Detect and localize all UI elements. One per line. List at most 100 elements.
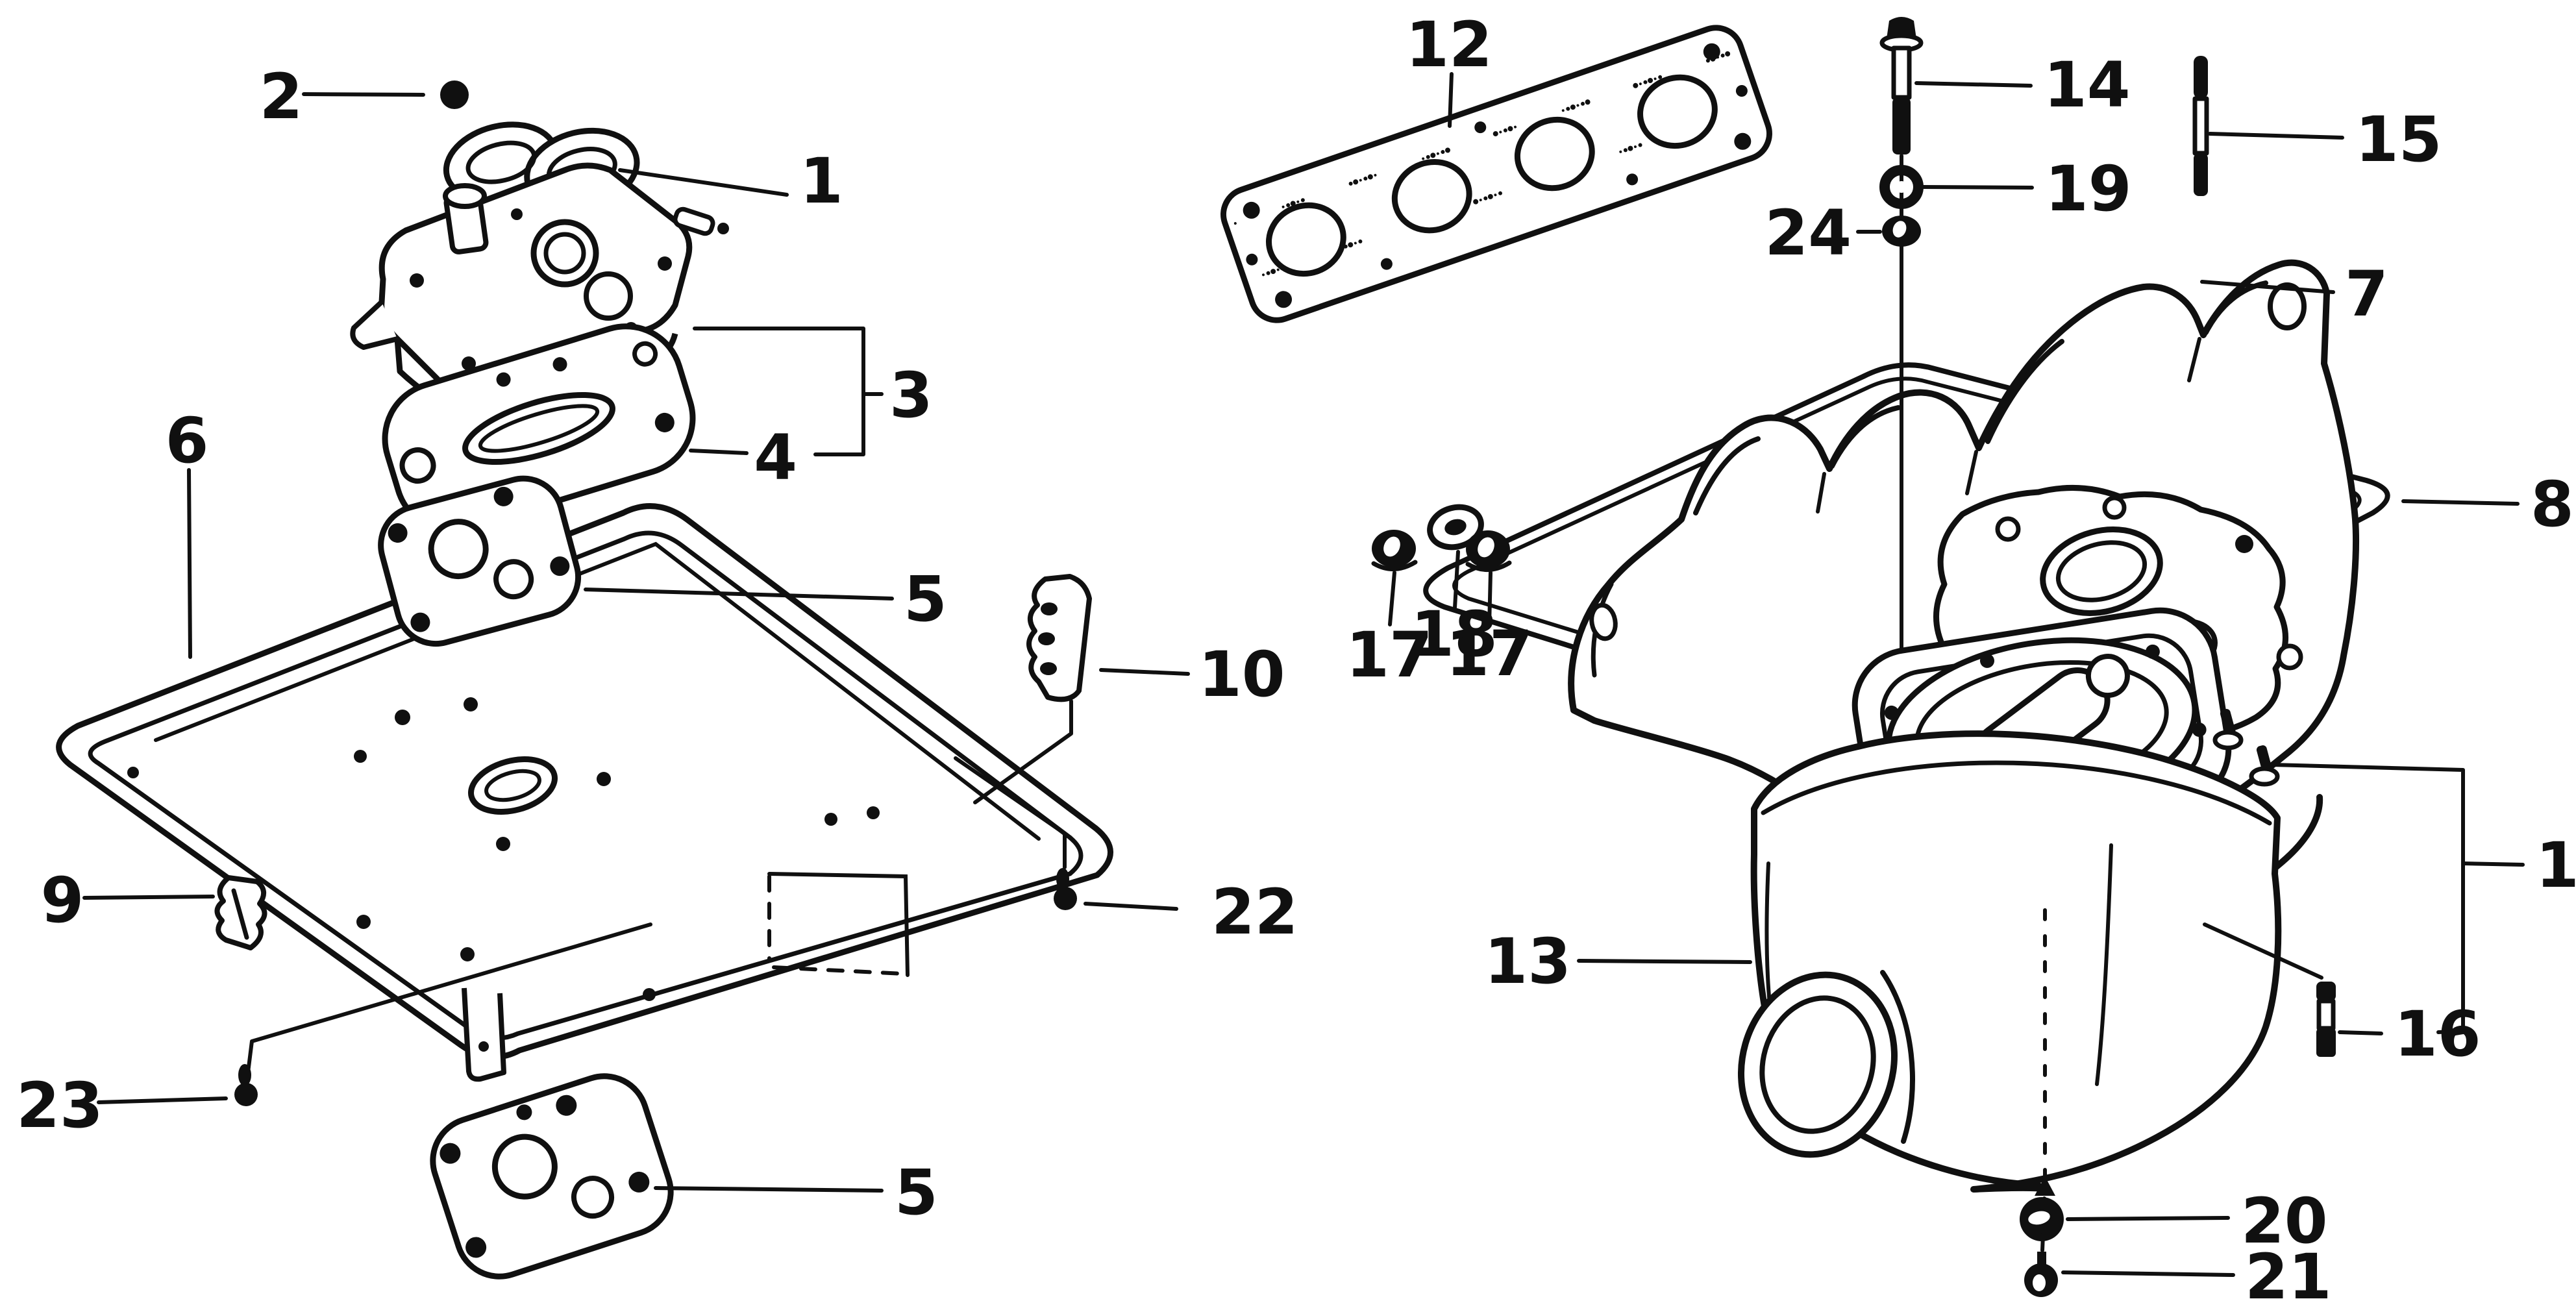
callout-1: 1	[618, 145, 843, 217]
gasket-speckle	[1441, 150, 1445, 155]
gasket-speckle	[1633, 82, 1639, 88]
gasket-speckle	[1353, 179, 1359, 185]
callout-17: 17	[1446, 571, 1533, 690]
callout-23: 23	[16, 922, 652, 1142]
leader-line-12	[1448, 72, 1454, 128]
callout-3: 3	[693, 327, 933, 456]
callout-label-1: 1	[800, 145, 843, 217]
callout-label-16: 16	[2394, 998, 2481, 1071]
leader-line-21	[2061, 1270, 2235, 1277]
leader-line-20	[2066, 1216, 2230, 1221]
callout-13: 13	[1484, 925, 1752, 998]
leader-line-8	[2401, 499, 2520, 506]
gasket-speckle	[1348, 181, 1353, 186]
gasket-speckle	[1494, 193, 1497, 197]
gasket-speckle	[1725, 51, 1731, 56]
gasket-speckle	[1282, 205, 1285, 208]
gasket-speckle	[1492, 131, 1498, 137]
callout-label-9: 9	[41, 864, 84, 937]
gasket-speckle	[1503, 128, 1507, 132]
callout-label-4: 4	[754, 421, 797, 494]
flange-bolt-part	[1879, 17, 1924, 155]
gasket-speckle	[1619, 150, 1622, 153]
callout-20: 20	[2066, 1185, 2328, 1257]
washer-19-part	[1879, 165, 1924, 209]
gasket-speckle	[1262, 273, 1265, 277]
leader-line-10	[973, 699, 1073, 804]
leader-line-14	[1914, 81, 2033, 88]
gasket-speckle	[1286, 203, 1291, 208]
gasket-speckle	[1499, 130, 1502, 134]
manifold-washer-part	[1427, 504, 1484, 551]
callout-17: 17	[1346, 571, 1433, 691]
callout-label-17: 17	[1446, 617, 1533, 690]
callout-label-21: 21	[2245, 1241, 2332, 1312]
leader-line-11	[2461, 861, 2525, 867]
gasket-speckle	[1422, 157, 1425, 160]
gasket-speckle	[1720, 53, 1725, 58]
gasket-speckle	[1233, 222, 1237, 225]
callout-18: 18	[1411, 550, 1498, 671]
callout-label-8: 8	[2531, 468, 2574, 541]
callout-4: 4	[689, 421, 797, 494]
gasket-speckle	[1483, 196, 1488, 201]
leader-line-17	[1388, 571, 1396, 626]
leader-line-2	[302, 92, 425, 97]
gasket-speckle	[1276, 268, 1280, 271]
leader-line-3	[693, 327, 865, 456]
leader-line-1	[618, 168, 789, 197]
cover-stud-icon	[2212, 709, 2280, 787]
callout-label-12: 12	[1406, 8, 1492, 81]
clamp-left-part	[214, 875, 267, 950]
callout-label-11: 11	[2536, 829, 2576, 902]
leader-line-5	[584, 588, 894, 600]
callout-5: 5	[654, 1156, 938, 1229]
gasket-speckle	[1270, 269, 1276, 275]
callout-11: 11	[2270, 763, 2576, 1034]
callout-6: 6	[166, 404, 209, 659]
callout-label-24: 24	[1765, 197, 1852, 269]
gasket-speckle	[1354, 241, 1357, 245]
callout-label-14: 14	[2044, 49, 2131, 121]
gasket-speckle	[1658, 75, 1663, 79]
gasket-speckle	[1436, 152, 1439, 155]
callout-label-5: 5	[904, 563, 947, 636]
callout-label-3: 3	[889, 359, 933, 432]
callout-8: 8	[2401, 468, 2574, 541]
gasket-speckle	[1561, 109, 1565, 112]
gasket-speckle	[1638, 143, 1642, 147]
gasket-speckle	[1648, 77, 1653, 83]
gasket-speckle	[1628, 145, 1633, 151]
gasket-speckle	[1359, 179, 1362, 182]
leader-line-15	[2208, 132, 2344, 140]
callout-label-17: 17	[1346, 619, 1433, 691]
callout-label-7: 7	[2345, 258, 2388, 330]
gasket-speckle	[1487, 193, 1493, 199]
callout-label-13: 13	[1484, 925, 1571, 998]
gasket-speckle	[1653, 77, 1657, 80]
gasket-speckle	[1374, 173, 1377, 177]
carb-gasket-lower-part	[430, 1073, 674, 1280]
callout-layer: 1234556789101112131415161718171920212223…	[16, 8, 2576, 1312]
callout-19: 19	[1921, 153, 2132, 225]
callout-label-6: 6	[166, 404, 209, 477]
gasket-speckle	[1430, 153, 1436, 158]
bolt-21-part	[2024, 1233, 2058, 1297]
leader-line-9	[82, 895, 215, 900]
callout-label-5: 5	[895, 1156, 938, 1229]
gasket-speckle	[1585, 99, 1591, 105]
leader-line-7	[2200, 280, 2335, 294]
gasket-speckle	[1498, 191, 1502, 195]
callout-label-10: 10	[1198, 638, 1285, 711]
leader-line-23	[97, 1096, 228, 1104]
gasket-speckle	[1266, 271, 1270, 275]
gasket-speckle	[1300, 198, 1305, 203]
callout-label-15: 15	[2355, 103, 2442, 176]
gasket-speckle	[1570, 105, 1576, 110]
gasket-speckle	[1296, 200, 1300, 203]
gasket-speckle	[1639, 82, 1642, 86]
leader-line-18	[1453, 550, 1460, 610]
gasket-speckle	[1566, 106, 1570, 111]
gasket-speckle	[1367, 174, 1373, 180]
